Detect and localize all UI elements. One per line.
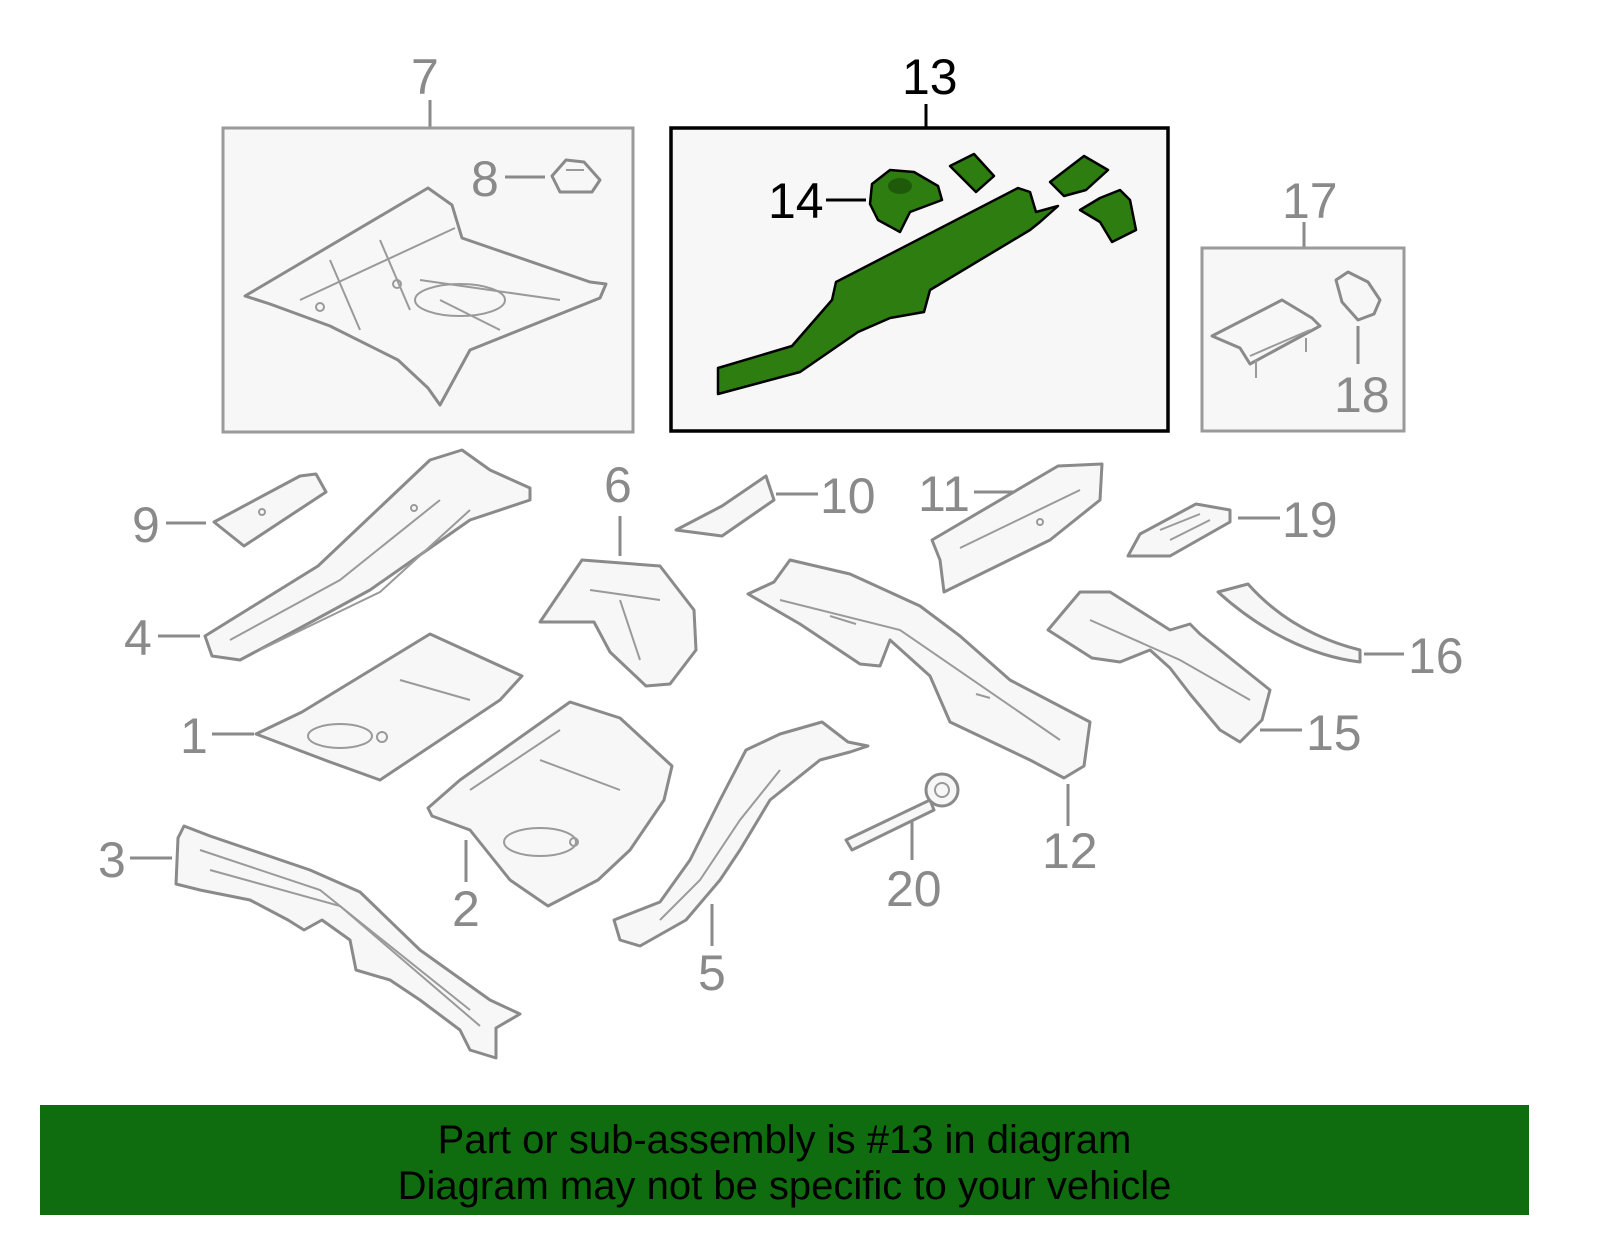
callout-3[interactable]: 3 bbox=[98, 832, 126, 888]
callout-13[interactable]: 13 bbox=[902, 49, 958, 105]
part-19-plate[interactable] bbox=[1126, 502, 1232, 558]
notice-line-2: Diagram may not be specific to your vehi… bbox=[397, 1164, 1172, 1208]
part-15-extension[interactable] bbox=[1046, 590, 1272, 744]
part-13-rear-rail-assembly[interactable] bbox=[716, 152, 1138, 396]
part-12-rear-rail[interactable] bbox=[746, 558, 1092, 780]
part-3-side-rail[interactable] bbox=[174, 824, 522, 1060]
part-14-bracket[interactable] bbox=[868, 168, 944, 234]
part-10-bracket[interactable] bbox=[674, 474, 776, 538]
callout-4[interactable]: 4 bbox=[124, 610, 152, 666]
callout-14[interactable]: 14 bbox=[768, 173, 824, 229]
notice-line-1: Part or sub-assembly is #13 in diagram bbox=[437, 1118, 1132, 1162]
part-17-crossmember[interactable] bbox=[1210, 298, 1322, 378]
part-16-arc-reinforcement[interactable] bbox=[1216, 582, 1362, 664]
part-11-extension[interactable] bbox=[930, 462, 1104, 594]
part-7-rear-floor-pan[interactable] bbox=[243, 186, 608, 407]
part-2-rear-floor[interactable] bbox=[426, 700, 674, 908]
callout-5[interactable]: 5 bbox=[698, 945, 726, 1001]
callout-15[interactable]: 15 bbox=[1306, 705, 1362, 761]
callout-6[interactable]: 6 bbox=[604, 457, 632, 513]
notice-banner: Part or sub-assembly is #13 in diagram D… bbox=[40, 1105, 1529, 1215]
callout-19[interactable]: 19 bbox=[1282, 492, 1338, 548]
callout-20[interactable]: 20 bbox=[886, 861, 942, 917]
callout-18[interactable]: 18 bbox=[1334, 367, 1390, 423]
part-18-patch[interactable] bbox=[1334, 270, 1382, 322]
callout-16[interactable]: 16 bbox=[1408, 628, 1464, 684]
part-20-tow-hook[interactable] bbox=[844, 772, 960, 852]
callout-11[interactable]: 11 bbox=[918, 466, 970, 522]
part-8-plug[interactable] bbox=[550, 158, 602, 194]
callout-17[interactable]: 17 bbox=[1282, 173, 1338, 229]
part-5-side-member[interactable] bbox=[612, 720, 870, 948]
part-6-wheelhouse[interactable] bbox=[538, 558, 698, 688]
callout-2[interactable]: 2 bbox=[452, 881, 480, 937]
callout-1[interactable]: 1 bbox=[180, 708, 208, 764]
part-1-floor-panel[interactable] bbox=[254, 632, 524, 782]
callout-7[interactable]: 7 bbox=[411, 49, 439, 105]
part-9-reinforcement[interactable] bbox=[212, 472, 328, 548]
callout-9[interactable]: 9 bbox=[132, 497, 160, 553]
callout-10[interactable]: 10 bbox=[820, 468, 876, 524]
callout-8[interactable]: 8 bbox=[471, 151, 499, 207]
callout-12[interactable]: 12 bbox=[1042, 823, 1098, 879]
part-4-side-rail[interactable] bbox=[203, 448, 532, 662]
